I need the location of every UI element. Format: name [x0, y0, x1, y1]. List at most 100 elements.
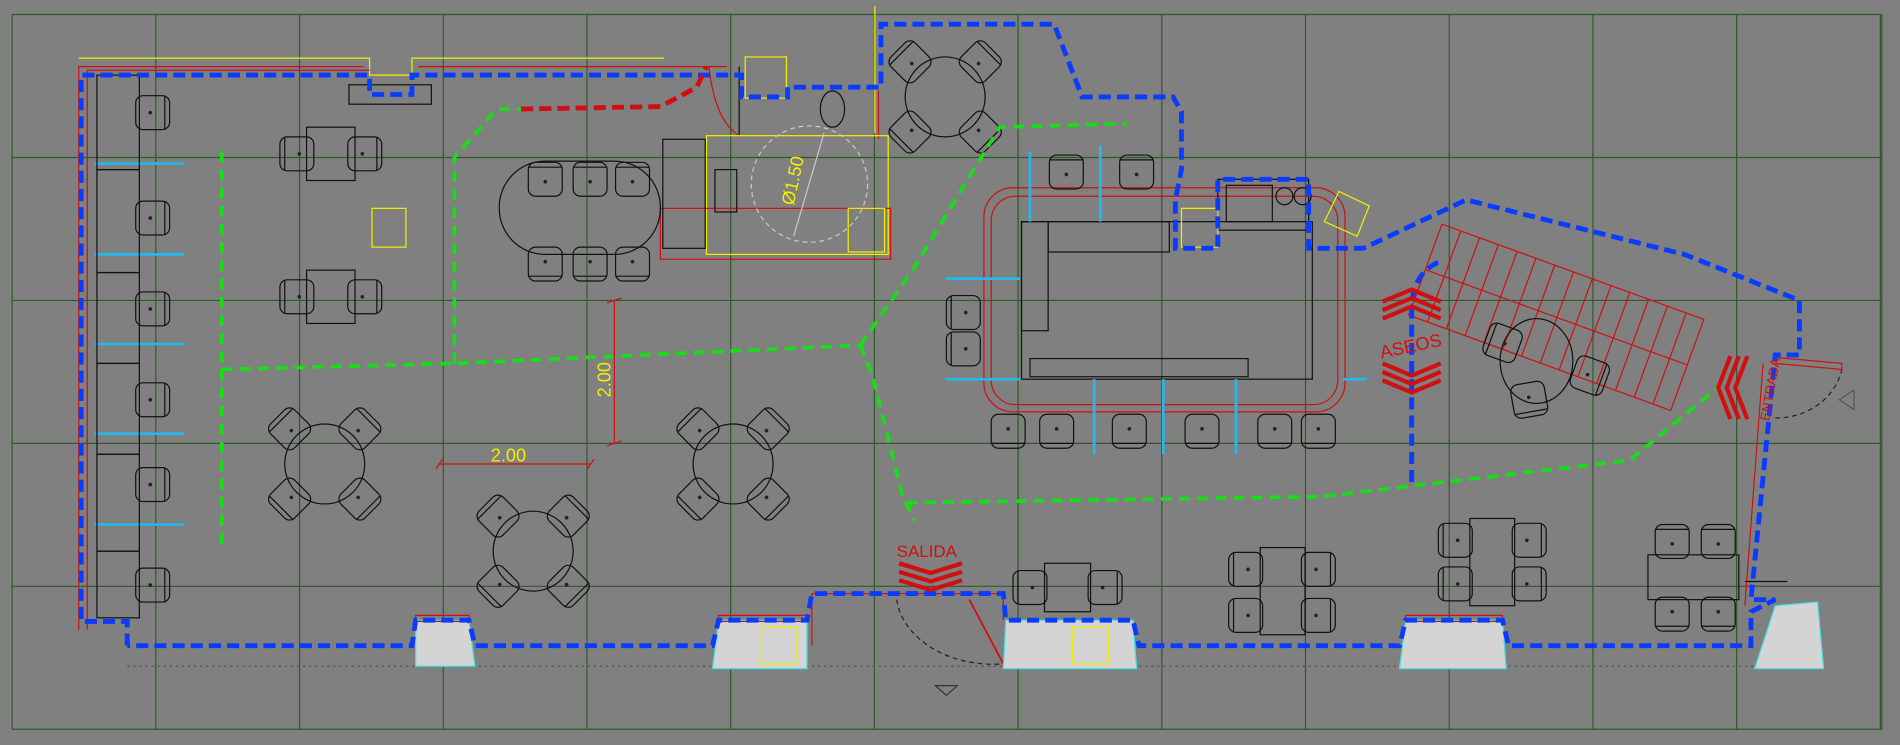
chair-dot — [148, 482, 153, 487]
chair-seat — [990, 413, 1026, 449]
chair — [476, 494, 520, 538]
toilets-chevron-icon — [1381, 378, 1442, 395]
dimension-horizontal — [435, 458, 595, 470]
chair-seat — [279, 279, 315, 315]
table — [1043, 562, 1092, 613]
chair — [135, 466, 171, 503]
exit-label: SALIDA — [897, 542, 958, 561]
chair-dot — [1246, 567, 1250, 572]
chair — [1654, 523, 1690, 560]
entrance-chevron-icon — [1715, 355, 1733, 420]
chair-seat — [135, 200, 171, 236]
table — [305, 269, 356, 325]
toilets-chevron-icon — [1381, 287, 1442, 304]
table — [305, 126, 356, 182]
chair-back — [356, 407, 381, 433]
chair — [1087, 569, 1123, 606]
chair-dot — [148, 110, 153, 115]
chair-back — [676, 495, 702, 521]
evacuation-route — [219, 65, 1722, 546]
chair-seat — [1482, 322, 1523, 364]
chair — [527, 161, 563, 197]
booth — [96, 550, 140, 619]
chair — [135, 95, 171, 131]
chair-dot — [148, 307, 153, 311]
chair-dot — [909, 61, 914, 66]
exit-chevron-icon — [898, 569, 963, 584]
chair-dot — [1716, 609, 1721, 614]
chair — [268, 407, 312, 451]
chair-seat — [746, 477, 790, 521]
chair-seat — [135, 382, 171, 418]
chair-seat — [572, 246, 608, 282]
exit-chevron-icon — [898, 561, 963, 576]
chair-seat — [676, 407, 720, 451]
chair-dot — [543, 259, 548, 264]
furniture — [135, 40, 1740, 636]
chair-seat — [347, 136, 383, 172]
chair-seat — [1654, 523, 1690, 560]
chair — [1437, 566, 1473, 602]
chair — [746, 477, 790, 521]
chair-seat — [888, 40, 932, 84]
chair-dot — [976, 61, 981, 66]
chair — [990, 413, 1026, 449]
chair — [888, 40, 932, 84]
chair-seat — [476, 564, 520, 608]
chair — [614, 246, 651, 282]
chair — [614, 161, 651, 197]
chair-dot — [289, 495, 294, 500]
round-table — [692, 423, 774, 505]
chair-seat — [888, 110, 932, 154]
chair-seat — [135, 567, 171, 603]
chair-seat — [1511, 522, 1547, 558]
stair-tread — [1596, 292, 1631, 384]
window — [1002, 619, 1138, 670]
chair-dot — [1670, 609, 1675, 614]
chair — [1569, 355, 1611, 396]
windows — [415, 601, 1825, 670]
chair-dot — [289, 428, 294, 433]
window — [415, 619, 476, 667]
chair — [1300, 551, 1336, 587]
chair — [1039, 413, 1075, 449]
chair-dot — [1030, 585, 1035, 590]
chair-seat — [1700, 596, 1736, 632]
chair-seat — [1111, 413, 1147, 449]
chair — [1048, 154, 1084, 190]
chair-seat — [1437, 522, 1473, 558]
chair — [135, 567, 171, 603]
chair-dot — [1064, 172, 1069, 177]
chair-back — [889, 128, 914, 154]
chair — [1257, 413, 1293, 449]
chair-back — [564, 582, 590, 608]
chair-dot — [148, 216, 153, 220]
signs — [898, 287, 1750, 593]
chair-seat — [1437, 566, 1473, 602]
chair-back — [889, 40, 914, 66]
dimension-vertical-label: 2.00 — [595, 362, 615, 397]
chair-seat — [135, 466, 171, 503]
chair-dot — [297, 294, 302, 299]
chair-back — [477, 495, 502, 520]
chair-back — [764, 495, 790, 521]
chair — [1654, 596, 1690, 632]
chair-seat — [945, 331, 981, 367]
chair-back — [1514, 408, 1549, 416]
chair-dot — [1127, 427, 1132, 431]
chair-dot — [1670, 542, 1675, 546]
chair-dot — [764, 428, 769, 433]
chair-dot — [1100, 585, 1105, 590]
round-table — [492, 510, 574, 592]
chair-dot — [588, 179, 592, 184]
chair — [1300, 597, 1336, 633]
chair-dot — [1134, 172, 1139, 177]
chair — [135, 200, 171, 236]
table — [1469, 517, 1516, 607]
chair — [572, 161, 608, 197]
chair-seat — [279, 136, 315, 172]
chair-dot — [976, 128, 981, 133]
chair-seat — [1184, 413, 1220, 449]
chair — [1511, 566, 1547, 602]
